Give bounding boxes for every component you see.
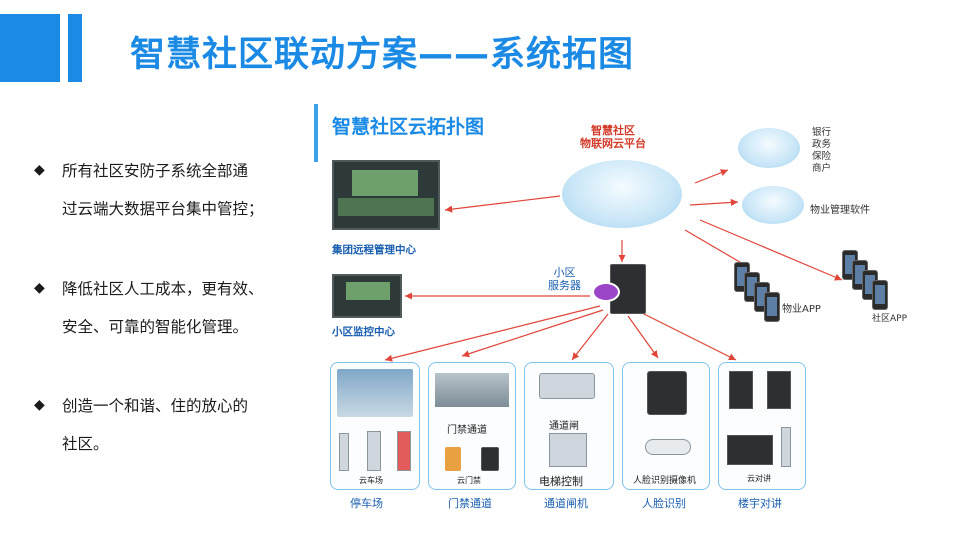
bank-item: 银行 bbox=[812, 127, 832, 138]
bank-cloud-icon bbox=[738, 128, 800, 168]
page-title: 智慧社区联动方案——系统拓图 bbox=[130, 35, 635, 75]
bullet-line: 安全、可靠的智能化管理。 bbox=[62, 318, 249, 336]
keypad-icon bbox=[445, 447, 461, 471]
server-router-icon bbox=[592, 282, 620, 302]
subsystem-label-access: 门禁通道 bbox=[448, 497, 492, 510]
group-center-screen-icon bbox=[332, 160, 440, 230]
cloud-platform-icon bbox=[562, 160, 682, 228]
arrow-server-gate bbox=[571, 313, 609, 361]
subsystem-label-face: 人脸识别 bbox=[642, 497, 686, 510]
bullet-text: 所有社区安防子系统全部通 过云端大数据平台集中管控； bbox=[62, 152, 292, 228]
bullet-line: 创造一个和谐、住的放心的 bbox=[62, 397, 249, 415]
header-accent-bar bbox=[68, 14, 82, 82]
arrow-server-access bbox=[461, 309, 604, 358]
bullet-line: 所有社区安防子系统全部通 bbox=[62, 162, 249, 180]
intercom-panel-icon bbox=[767, 371, 791, 409]
face-terminal-icon bbox=[647, 371, 687, 415]
subsystem-inner-top-label: 通道闸 bbox=[549, 421, 579, 432]
subsystem-box-access: 门禁通道 云门禁 bbox=[428, 362, 516, 490]
property-app-label: 物业APP bbox=[782, 304, 821, 315]
elevator-icon bbox=[549, 433, 587, 467]
community-server-label: 小区 服务器 bbox=[548, 266, 581, 292]
subsystem-inner-label: 人脸识别摄像机 bbox=[633, 476, 697, 486]
subsystem-label-gate: 通道闸机 bbox=[544, 497, 588, 510]
arrow-cloud-group-center bbox=[444, 195, 561, 213]
bullet-line: 降低社区人工成本，更有效、 bbox=[62, 280, 264, 298]
cloud-platform-line: 智慧社区 bbox=[591, 124, 635, 137]
subsystem-inner-label: 云对讲 bbox=[747, 474, 771, 483]
header-accent-block bbox=[0, 14, 60, 82]
diagram-title: 智慧社区云拓扑图 bbox=[332, 116, 485, 138]
subsystem-box-parking: 云车场 bbox=[330, 362, 420, 490]
subsystem-inner-label: 云车场 bbox=[359, 476, 383, 485]
access-gate-photo bbox=[435, 373, 509, 407]
bank-item: 政务 bbox=[812, 139, 832, 150]
bank-list: 银行 政务 保险 商户 bbox=[812, 127, 831, 175]
card-reader-icon bbox=[481, 447, 499, 471]
bullet-text: 降低社区人工成本，更有效、 安全、可靠的智能化管理。 bbox=[62, 270, 292, 346]
subsystem-label-intercom: 楼宇对讲 bbox=[738, 497, 782, 510]
cloud-platform-label: 智慧社区 物联网云平台 bbox=[580, 124, 646, 150]
arrow-cloud-property-app bbox=[684, 229, 751, 269]
subsystem-label-parking: 停车场 bbox=[350, 497, 383, 510]
community-app-label: 社区APP bbox=[872, 314, 908, 324]
parking-kiosk-icon bbox=[397, 431, 411, 471]
arrow-cloud-community-app bbox=[699, 219, 843, 281]
arrow-cloud-bank bbox=[694, 169, 729, 184]
camera-icon bbox=[645, 439, 691, 455]
subsystem-box-intercom: 云对讲 bbox=[718, 362, 806, 490]
arrow-server-face bbox=[627, 315, 659, 359]
subsystem-inner-top-label: 门禁通道 bbox=[447, 425, 487, 436]
property-software-label: 物业管理软件 bbox=[810, 205, 870, 216]
intercom-stand-icon bbox=[781, 427, 791, 467]
bank-item: 商户 bbox=[812, 163, 832, 174]
group-center-label: 集团远程管理中心 bbox=[332, 244, 416, 256]
cloud-platform-line: 物联网云平台 bbox=[580, 137, 646, 150]
parking-kiosk-icon bbox=[367, 431, 381, 471]
bullet-line: 社区。 bbox=[62, 435, 109, 453]
community-monitor-label: 小区监控中心 bbox=[332, 326, 395, 338]
diagram-title-accent bbox=[314, 104, 318, 162]
diamond-bullet-icon: ◆ bbox=[34, 162, 45, 178]
subsystem-inner-label: 电梯控制 bbox=[539, 475, 583, 488]
turnstile-icon bbox=[539, 373, 595, 399]
property-software-cloud-icon bbox=[742, 186, 804, 224]
bank-item: 保险 bbox=[812, 151, 832, 162]
diamond-bullet-icon: ◆ bbox=[34, 397, 45, 413]
indoor-monitor-icon bbox=[727, 435, 773, 465]
subsystem-box-face: 人脸识别摄像机 bbox=[622, 362, 710, 490]
diamond-bullet-icon: ◆ bbox=[34, 280, 45, 296]
arrow-cloud-property-software bbox=[689, 198, 739, 207]
parking-photo bbox=[337, 369, 413, 417]
phone-icon bbox=[872, 280, 888, 310]
bullet-text: 创造一个和谐、住的放心的 社区。 bbox=[62, 387, 292, 463]
subsystem-inner-label: 云门禁 bbox=[457, 476, 481, 485]
phone-icon bbox=[764, 292, 780, 322]
bullet-line: 过云端大数据平台集中管控； bbox=[62, 200, 264, 218]
community-monitor-screen-icon bbox=[332, 274, 402, 318]
arrow-server-parking bbox=[384, 305, 601, 362]
parking-barrier-icon bbox=[339, 433, 349, 471]
arrow-server-intercom bbox=[639, 311, 737, 361]
server-label-line: 服务器 bbox=[548, 279, 581, 292]
server-label-line: 小区 bbox=[553, 266, 576, 279]
subsystem-box-gate: 通道闸 电梯控制 bbox=[524, 362, 614, 490]
intercom-panel-icon bbox=[729, 371, 753, 409]
